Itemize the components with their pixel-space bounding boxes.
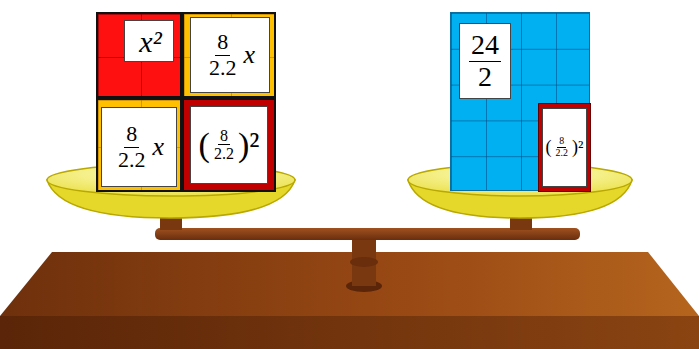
expression: 82.2x	[114, 122, 164, 171]
pivot-ring	[350, 257, 378, 267]
table-front	[0, 316, 699, 349]
pivot	[346, 236, 382, 292]
label-card: 82.2x	[190, 17, 270, 93]
parenthesis: )²	[238, 126, 260, 163]
expression: (82.2)²	[199, 126, 260, 163]
denominator: 2.2	[554, 148, 570, 159]
table	[0, 252, 699, 349]
rectangle-tile: 82.2x	[96, 98, 182, 192]
grid-rectangle: 242 (82.2)²	[450, 12, 590, 191]
numerator: 24	[469, 30, 501, 62]
label-card: x²	[124, 20, 174, 62]
numerator: 8	[218, 127, 230, 146]
label-card: (82.2)²	[190, 106, 268, 184]
square-tile: x²	[96, 12, 182, 98]
numerator: 8	[557, 136, 566, 148]
parenthesis: )²	[572, 138, 583, 158]
parenthesis: (	[199, 126, 210, 163]
denominator: 2	[476, 62, 494, 93]
denominator: 2.2	[212, 145, 236, 163]
fraction: 82.2	[116, 122, 148, 171]
denominator: 2.2	[207, 56, 239, 80]
denominator: 2.2	[116, 148, 148, 172]
fraction: 242	[469, 30, 501, 93]
expression: (82.2)²	[546, 136, 584, 159]
expression: 82.2x	[205, 30, 255, 79]
label-card: (82.2)²	[542, 108, 588, 187]
fraction: 82.2	[207, 30, 239, 79]
parenthesis: (	[546, 138, 552, 158]
numerator: 8	[124, 122, 139, 147]
table-top	[0, 252, 699, 316]
label-card: 242	[459, 23, 511, 99]
square-tile: (82.2)²	[538, 103, 591, 192]
expression: 242	[467, 30, 503, 93]
variable-term: x	[152, 133, 164, 162]
fraction: 82.2	[212, 127, 236, 163]
numerator: 8	[215, 30, 230, 55]
fraction: 82.2	[554, 136, 570, 159]
variable-term: x	[243, 41, 255, 70]
variable-term: x²	[139, 25, 161, 58]
square-tile: (82.2)²	[182, 98, 276, 192]
rectangle-tile: 82.2x	[182, 12, 276, 98]
label-card: 82.2x	[101, 107, 177, 187]
expression: x²	[136, 25, 161, 58]
